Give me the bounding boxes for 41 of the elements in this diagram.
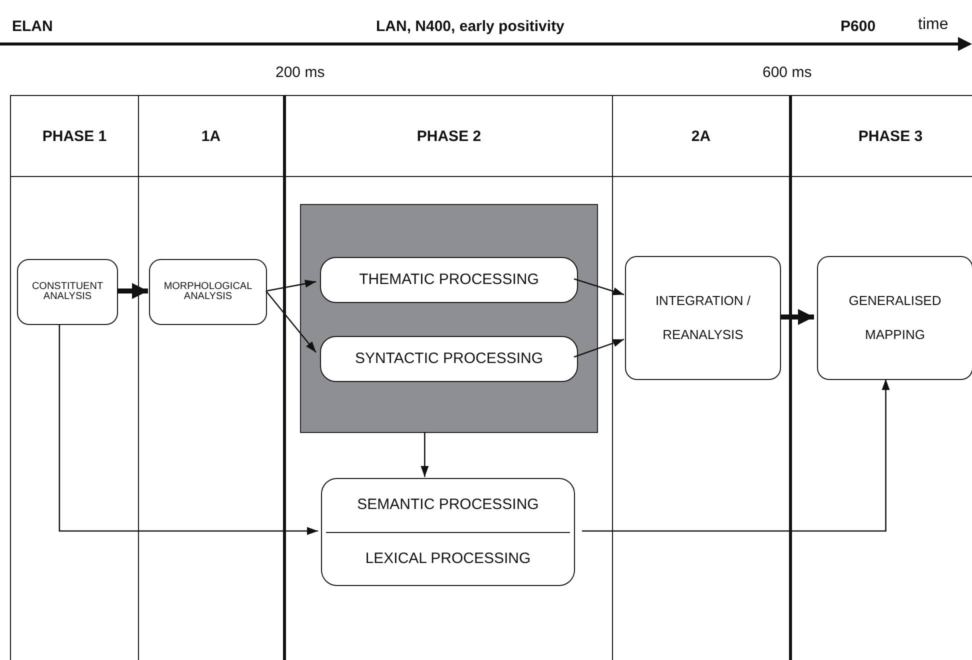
phase-column (10, 95, 138, 660)
phase-column (138, 95, 283, 660)
box-text: SYNTACTIC PROCESSING (354, 350, 544, 368)
shaded-panel (300, 204, 598, 433)
process-box (817, 256, 972, 380)
arrow (117, 283, 148, 299)
box-text: CONSTITUENT ANALYSIS (30, 282, 104, 302)
process-box (320, 336, 578, 382)
box-text: THEMATIC PROCESSING (359, 271, 539, 289)
process-box (320, 257, 578, 303)
time-label: 200 ms (276, 64, 325, 81)
column-header: 2A (691, 128, 711, 144)
box-text: GENERALISED MAPPING (848, 292, 942, 344)
arrow (574, 278, 624, 296)
phase-column (612, 95, 789, 660)
arrow (582, 379, 890, 532)
box-text: LEXICAL PROCESSING (326, 532, 570, 585)
box-text: MORPHOLOGICAL ANALYSIS (162, 282, 254, 302)
process-box (17, 259, 118, 325)
arrow (780, 309, 814, 325)
arrow (266, 290, 316, 353)
column-header: 1A (201, 128, 221, 144)
component-label: P600 (840, 18, 876, 35)
column-header: PHASE 1 (42, 128, 107, 144)
arrow (266, 280, 316, 292)
box-text: SEMANTIC PROCESSING (356, 495, 540, 516)
column-header: PHASE 2 (416, 128, 482, 144)
process-box (321, 478, 575, 586)
phase-column (283, 95, 612, 660)
arrow (420, 432, 429, 477)
axis-label: time (918, 16, 948, 34)
column-header: PHASE 3 (858, 128, 923, 144)
process-box (149, 259, 267, 325)
box-text: INTEGRATION / REANALYSIS (654, 292, 752, 344)
phase-column (789, 95, 972, 660)
component-label: ELAN (12, 18, 53, 35)
arrow (58, 324, 318, 535)
component-label: LAN, N400, early positivity (376, 18, 564, 35)
arrow (574, 338, 624, 358)
process-box (625, 256, 781, 380)
time-label: 600 ms (762, 64, 812, 81)
